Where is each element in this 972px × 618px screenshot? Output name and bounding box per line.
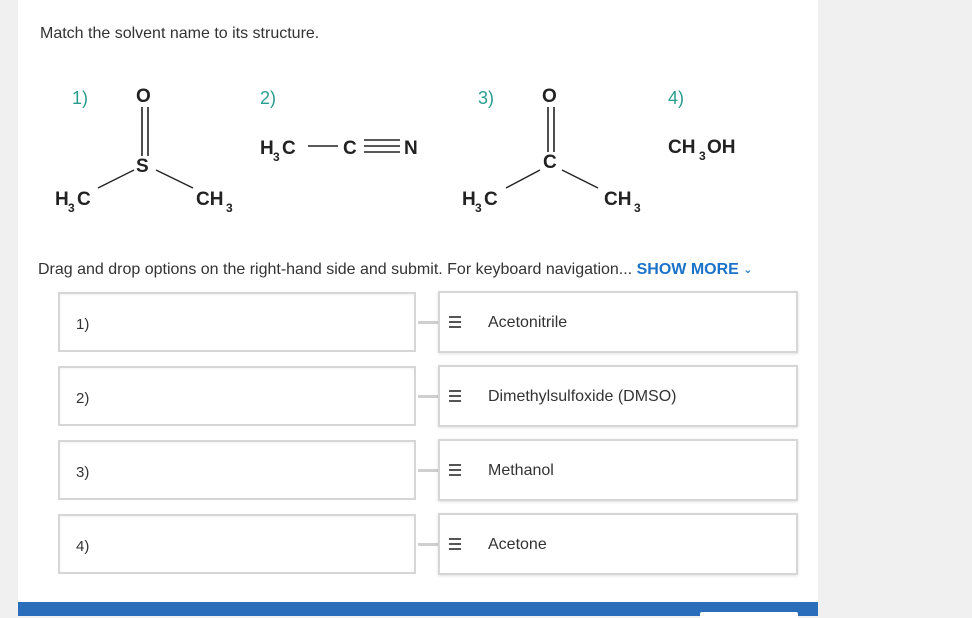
structure-2-c2: C xyxy=(343,138,357,159)
structure-4-ch: CH xyxy=(668,137,695,158)
drop-slot-label: 1) xyxy=(76,316,90,333)
structure-1-number: 1) xyxy=(72,88,88,108)
structure-2-h: H xyxy=(260,138,274,159)
drop-slot-2[interactable]: 2) xyxy=(58,366,416,426)
structure-3-left-sub: 3 xyxy=(475,201,482,215)
instructions: Drag and drop options on the right-hand … xyxy=(38,261,752,279)
structure-1-right-ch: CH xyxy=(196,189,223,210)
instructions-text: Drag and drop options on the right-hand … xyxy=(38,261,637,278)
show-more-link[interactable]: SHOW MORE ⌄ xyxy=(637,261,753,278)
drag-handle-icon[interactable] xyxy=(449,538,461,550)
drop-slot-1[interactable]: 1) xyxy=(58,292,416,352)
option-acetonitrile[interactable]: Acetonitrile xyxy=(438,291,798,353)
option-methanol[interactable]: Methanol xyxy=(438,439,798,501)
option-label: Methanol xyxy=(488,462,554,479)
structure-3: 3) O C H 3 C CH 3 xyxy=(462,86,641,215)
bottom-toolbar xyxy=(18,602,818,616)
structure-3-carbon: C xyxy=(543,152,557,173)
structure-1-right-sub: 3 xyxy=(226,201,233,215)
structure-4: 4) CH 3 OH xyxy=(668,88,736,163)
structure-4-oh: OH xyxy=(707,137,736,158)
option-acetone[interactable]: Acetone xyxy=(438,513,798,575)
structure-3-left-h: H xyxy=(462,189,476,210)
structure-4-sub: 3 xyxy=(699,149,706,163)
drag-handle-icon[interactable] xyxy=(449,390,461,402)
slot-connector xyxy=(418,395,438,398)
drag-handle-icon[interactable] xyxy=(449,316,461,328)
drop-slot-label: 3) xyxy=(76,464,90,481)
structure-2-sub: 3 xyxy=(273,150,280,164)
structures-figure: 1) O S H 3 C CH 3 2) H 3 C C N 3) O C H … xyxy=(55,86,736,215)
drop-slot-label: 2) xyxy=(76,390,90,407)
structure-3-number: 3) xyxy=(478,88,494,108)
drop-slot-label: 4) xyxy=(76,538,90,555)
structure-1-left-sub: 3 xyxy=(68,201,75,215)
submit-button-edge[interactable] xyxy=(700,612,798,618)
structure-2-c1: C xyxy=(282,138,296,159)
structure-3-oxygen: O xyxy=(542,86,557,107)
structure-2: 2) H 3 C C N xyxy=(260,88,418,164)
structure-1-oxygen: O xyxy=(136,86,151,107)
slot-connector xyxy=(418,543,438,546)
slot-connector xyxy=(418,469,438,472)
drop-slot-3[interactable]: 3) xyxy=(58,440,416,500)
structure-1: 1) O S H 3 C CH 3 xyxy=(55,86,233,215)
question-prompt: Match the solvent name to its structure. xyxy=(40,25,320,42)
show-more-label: SHOW MORE xyxy=(636,261,739,278)
structure-4-number: 4) xyxy=(668,88,684,108)
option-label: Acetone xyxy=(488,536,547,553)
structure-2-number: 2) xyxy=(260,88,276,108)
option-label: Acetonitrile xyxy=(488,314,568,331)
structure-1-sulfur: S xyxy=(136,156,149,177)
option-label: Dimethylsulfoxide (DMSO) xyxy=(488,388,677,405)
structure-3-left-c: C xyxy=(484,189,498,210)
structure-2-n: N xyxy=(404,138,418,159)
drop-slot-4[interactable]: 4) xyxy=(58,514,416,574)
structure-1-left-c: C xyxy=(77,189,91,210)
structure-3-right-sub: 3 xyxy=(634,201,641,215)
option-dmso[interactable]: Dimethylsulfoxide (DMSO) xyxy=(438,365,798,427)
structure-3-right-ch: CH xyxy=(604,189,631,210)
slot-connector xyxy=(418,321,438,324)
chevron-down-icon: ⌄ xyxy=(743,264,753,276)
drag-handle-icon[interactable] xyxy=(449,464,461,476)
structure-1-left-h: H xyxy=(55,189,69,210)
